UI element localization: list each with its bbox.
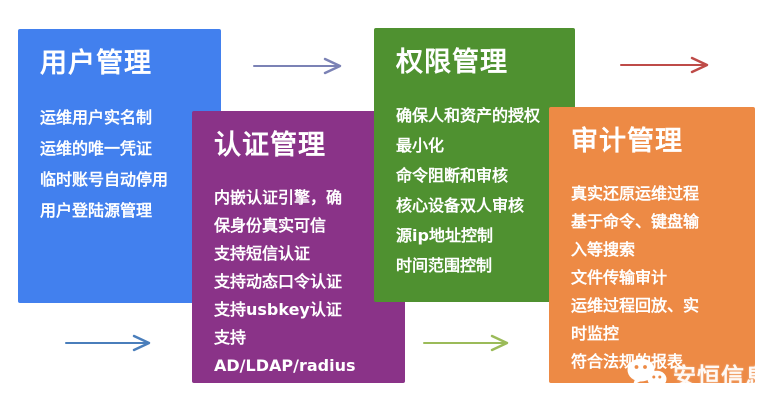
- card-title-auth: 认证管理: [214, 130, 326, 161]
- wechat-icon: [627, 358, 667, 391]
- card-item: 核心设备双人审核: [396, 196, 525, 215]
- card-items-user: 运维用户实名制 运维的唯一凭证 临时账号自动停用 用户登陆源管理: [40, 102, 221, 226]
- card-item: 基于命令、键盘输入等搜索: [571, 212, 700, 259]
- card-audit-management: 审计管理 真实还原运维过程 基于命令、键盘输入等搜索 文件传输审计 运维过程回放…: [549, 107, 755, 383]
- card-title-audit: 审计管理: [571, 126, 683, 157]
- card-item: 支持动态口令认证: [214, 272, 343, 291]
- card-item: 支持usbkey认证: [214, 300, 342, 319]
- card-item: 支持短信认证: [214, 244, 311, 263]
- arrow-right-icon: [253, 57, 342, 75]
- watermark: 安恒信息: [626, 356, 769, 392]
- card-item: 临时账号自动停用: [40, 170, 169, 189]
- card-item: 确保人和资产的授权最小化: [396, 106, 541, 155]
- card-item: 运维过程回放、实时监控: [571, 296, 700, 343]
- card-items-auth: 内嵌认证引擎，确保身份真实可信 支持短信认证 支持动态口令认证 支持usbkey…: [214, 184, 405, 380]
- card-item: 运维的唯一凭证: [40, 139, 153, 158]
- card-items-permission: 确保人和资产的授权最小化 命令阻断和审核 核心设备双人审核 源ip地址控制 时间…: [396, 101, 575, 281]
- card-title-user: 用户管理: [40, 48, 152, 79]
- arrow-right-icon: [620, 56, 709, 74]
- card-item: 内嵌认证引擎，确保身份真实可信: [214, 188, 343, 235]
- card-item: 文件传输审计: [571, 268, 668, 287]
- card-item: 时间范围控制: [396, 256, 493, 275]
- card-items-audit: 真实还原运维过程 基于命令、键盘输入等搜索 文件传输审计 运维过程回放、实时监控…: [571, 180, 755, 376]
- card-item: 真实还原运维过程: [571, 184, 700, 203]
- card-item: 符合法规的报表: [571, 352, 684, 371]
- arrow-right-icon: [65, 334, 151, 352]
- card-title-permission: 权限管理: [396, 47, 508, 78]
- card-item: 命令阻断和审核: [396, 166, 509, 185]
- watermark-text: 安恒信息: [673, 364, 769, 390]
- card-item: 支持AD/LDAP/radius: [214, 328, 356, 375]
- card-auth-management: 认证管理 内嵌认证引擎，确保身份真实可信 支持短信认证 支持动态口令认证 支持u…: [192, 111, 405, 383]
- card-user-management: 用户管理 运维用户实名制 运维的唯一凭证 临时账号自动停用 用户登陆源管理: [18, 29, 221, 303]
- card-item: 源ip地址控制: [396, 226, 493, 245]
- card-item: 运维用户实名制: [40, 108, 153, 127]
- card-permission-management: 权限管理 确保人和资产的授权最小化 命令阻断和审核 核心设备双人审核 源ip地址…: [374, 28, 575, 302]
- arrow-right-icon: [423, 334, 509, 352]
- card-item: 用户登陆源管理: [40, 201, 153, 220]
